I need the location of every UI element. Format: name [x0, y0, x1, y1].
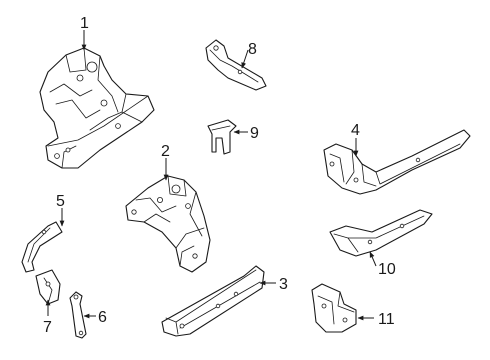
- part-8-bracket: [205, 39, 267, 91]
- callout-6: 6: [98, 309, 107, 326]
- callout-3: 3: [279, 276, 288, 293]
- part-6-support-rod: [69, 291, 87, 339]
- leader-8: [241, 49, 249, 69]
- part-9-small-bracket: [207, 119, 237, 155]
- callout-labels: 1 2 3 4 5 6 7 8 9 10 11: [43, 15, 396, 336]
- callout-2: 2: [161, 143, 170, 160]
- callout-10: 10: [378, 261, 396, 278]
- part-10-rail-extension: [329, 209, 433, 257]
- part-1-strut-tower-assembly: [39, 47, 155, 169]
- callout-4: 4: [351, 122, 360, 139]
- callout-5: 5: [56, 193, 65, 210]
- callout-1: 1: [80, 15, 89, 32]
- leader-lines: [45, 30, 377, 321]
- part-7-lower-bracket: [35, 269, 61, 305]
- callout-9: 9: [250, 125, 259, 142]
- callout-11: 11: [378, 311, 395, 328]
- part-11-mount-bracket: [311, 283, 357, 333]
- part-5-bracket: [21, 221, 63, 273]
- leader-10: [369, 251, 377, 267]
- part-3-frame-rail: [161, 265, 265, 337]
- callout-8: 8: [248, 41, 257, 58]
- callout-7: 7: [43, 319, 52, 336]
- part-2-inner-strut-tower: [125, 175, 211, 273]
- part-4-upper-rail: [323, 129, 471, 195]
